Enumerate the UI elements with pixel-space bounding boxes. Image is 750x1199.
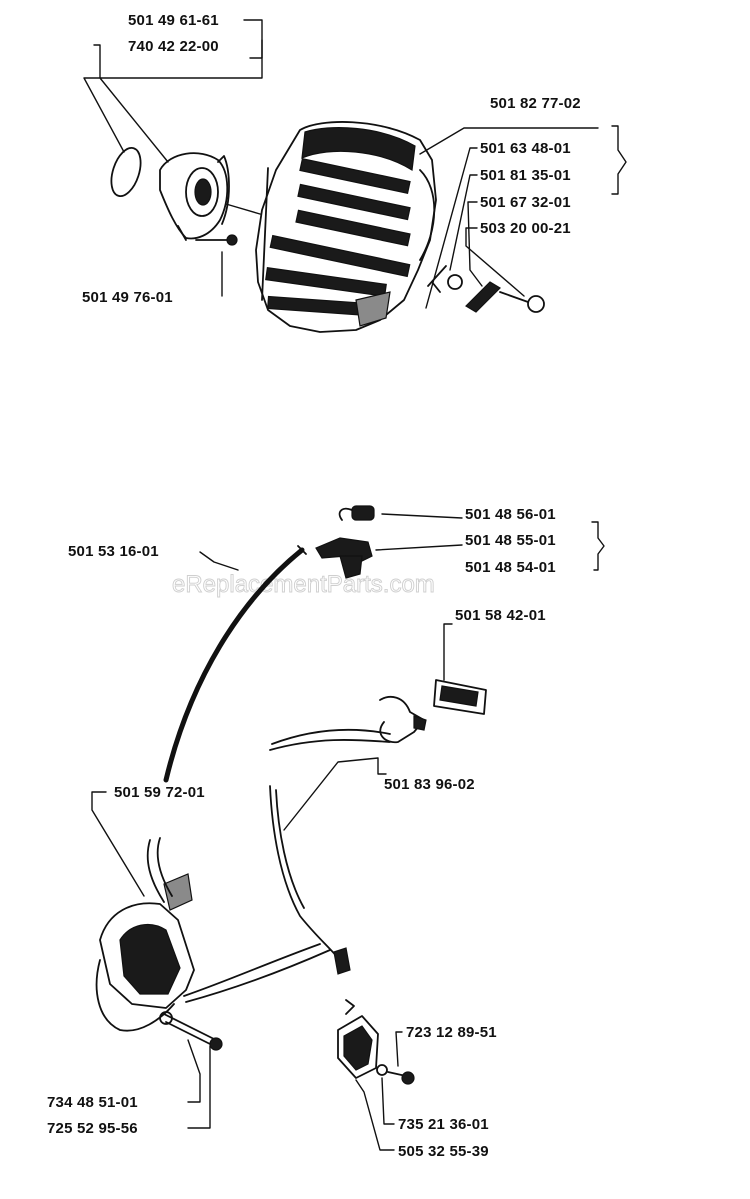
terminal-block xyxy=(337,999,379,1079)
leader-item-2 xyxy=(449,174,478,271)
stop-switch xyxy=(433,679,487,715)
label-fan-group-1: 501 49 61-61 xyxy=(128,12,219,29)
o-ring xyxy=(110,146,142,198)
cylinder xyxy=(255,121,437,333)
label-cylinder-item-2: 501 81 35-01 xyxy=(480,167,571,184)
leader-terminal-2 xyxy=(355,1079,395,1151)
flywheel-hub xyxy=(159,152,230,241)
bracket-cylinder-group xyxy=(611,125,627,195)
leader-fan-group xyxy=(83,39,263,163)
label-stop-switch: 501 58 42-01 xyxy=(455,607,546,624)
short-circuit-cable xyxy=(269,696,427,751)
label-cap-item-1: 501 48 55-01 xyxy=(465,532,556,549)
leader-module-screw xyxy=(187,1039,201,1103)
leader-item-3 xyxy=(467,201,483,287)
ignition-cable xyxy=(163,547,305,783)
leader-module xyxy=(91,791,145,897)
label-ignition-module: 501 59 72-01 xyxy=(114,784,205,801)
bracket-fan-group xyxy=(243,19,263,59)
label-module-screw-2: 725 52 95-56 xyxy=(47,1120,138,1137)
label-short-circuit-cable: 501 83 96-02 xyxy=(384,776,475,793)
label-cap-spring: 501 48 56-01 xyxy=(465,506,556,523)
leader-item-4 xyxy=(465,227,525,297)
label-cylinder-item-1: 501 63 48-01 xyxy=(480,140,571,157)
spark-plug-cap xyxy=(315,537,373,579)
label-fan-housing-screw: 501 49 76-01 xyxy=(82,289,173,306)
leader-short-circuit xyxy=(283,757,387,831)
watermark: eReplacementParts.com xyxy=(172,571,435,598)
wire-connector xyxy=(333,947,351,975)
leader-module-screw-2 xyxy=(187,1045,211,1129)
module-wire-1 xyxy=(183,943,321,997)
label-cap-item-2: 501 48 54-01 xyxy=(465,559,556,576)
leader-terminal-screw xyxy=(395,1031,403,1067)
leader-stop-switch xyxy=(443,623,453,681)
leader-cap-spring xyxy=(381,513,463,519)
bracket-cap-group xyxy=(591,521,605,571)
hub-axis-line xyxy=(225,203,261,215)
label-module-screw-1: 734 48 51-01 xyxy=(47,1094,138,1111)
cap-spring xyxy=(338,505,375,521)
module-wire-2 xyxy=(185,949,331,1003)
leader-ignition-cable xyxy=(199,551,239,571)
label-terminal-item-2: 505 32 55-39 xyxy=(398,1143,489,1160)
label-cylinder-header: 501 82 77-02 xyxy=(490,95,581,112)
label-terminal-screw: 723 12 89-51 xyxy=(406,1024,497,1041)
decomp-valve xyxy=(427,265,545,313)
ignition-module xyxy=(95,837,195,1032)
label-cylinder-item-3: 501 67 32-01 xyxy=(480,194,571,211)
label-ignition-cable: 501 53 16-01 xyxy=(68,543,159,560)
label-terminal-item-1: 735 21 36-01 xyxy=(398,1116,489,1133)
module-wire-4 xyxy=(275,789,305,909)
module-wire-3 xyxy=(269,785,341,961)
label-cylinder-item-4: 503 20 00-21 xyxy=(480,220,571,237)
leader-item-1 xyxy=(425,147,478,309)
label-fan-group-2: 740 42 22-00 xyxy=(128,38,219,55)
hub-screw xyxy=(195,234,238,246)
leader-cylinder xyxy=(419,127,599,155)
terminal-screw xyxy=(376,1064,415,1085)
leader-terminal-1 xyxy=(381,1077,395,1125)
module-screw xyxy=(159,1011,223,1051)
leader-spark-cap xyxy=(375,544,463,551)
